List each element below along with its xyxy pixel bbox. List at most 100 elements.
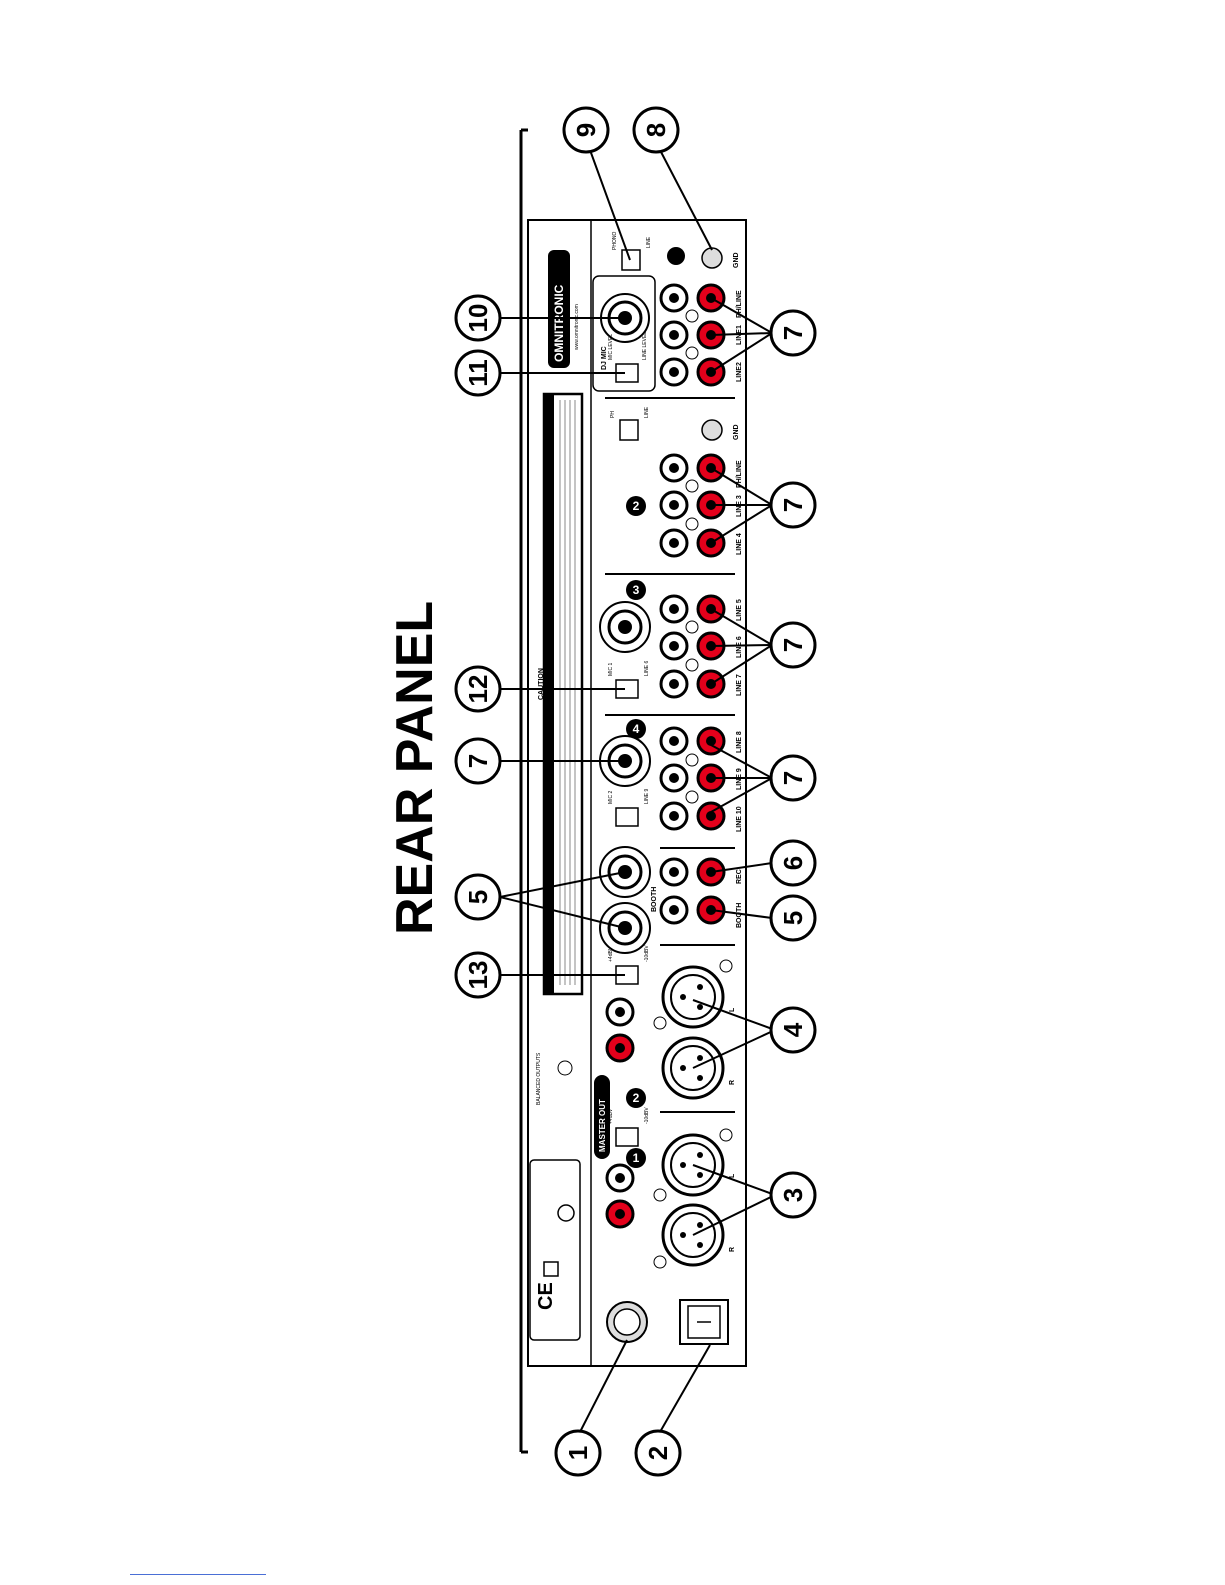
svg-text:7: 7 <box>778 326 808 340</box>
svg-text:LINE 6: LINE 6 <box>644 660 650 676</box>
svg-text:PH/LINE: PH/LINE <box>736 460 743 488</box>
page-title: REAR PANEL <box>386 601 444 935</box>
callout-9: 9 <box>562 106 610 154</box>
svg-text:-10dBV: -10dBV <box>644 945 650 962</box>
power-switch[interactable] <box>679 1299 729 1345</box>
svg-text:MIC 2: MIC 2 <box>608 790 614 804</box>
svg-text:4: 4 <box>778 1022 808 1037</box>
callout-7-ch1: 7 <box>769 309 817 357</box>
svg-text:3: 3 <box>633 583 640 597</box>
svg-text:PH: PH <box>610 411 616 418</box>
svg-text:-10dBV: -10dBV <box>644 1107 650 1124</box>
website: www.omnitronic.com <box>574 304 580 350</box>
callout-12: 12 <box>454 665 502 713</box>
svg-text:5: 5 <box>463 890 493 904</box>
callout-8: 8 <box>632 106 680 154</box>
svg-text:L: L <box>729 1173 736 1178</box>
svg-text:R: R <box>729 1247 736 1252</box>
callout-3: 3 <box>769 1171 817 1219</box>
caution-box: CAUTION <box>538 392 584 996</box>
master-out-badge: MASTER OUT <box>594 1075 610 1159</box>
svg-text:PHONO: PHONO <box>612 232 618 250</box>
power-inlet[interactable] <box>606 1301 648 1343</box>
channel-badges: 2 3 4 2 1 <box>626 496 646 1168</box>
svg-text:MIC 1: MIC 1 <box>608 662 614 676</box>
svg-text:2: 2 <box>643 1446 673 1460</box>
svg-text:+4dBV: +4dBV <box>608 946 614 962</box>
svg-text:7: 7 <box>778 771 808 785</box>
svg-text:DJ MIC: DJ MIC <box>601 346 608 370</box>
section-dividers <box>605 397 735 1113</box>
leader-lines <box>499 149 776 1433</box>
svg-text:LINE: LINE <box>644 406 650 418</box>
svg-text:MASTER OUT: MASTER OUT <box>598 1099 607 1152</box>
caution-label: CAUTION <box>538 668 545 700</box>
svg-text:9: 9 <box>571 123 601 137</box>
svg-text:BOOTH: BOOTH <box>736 903 743 928</box>
svg-text:3: 3 <box>778 1188 808 1202</box>
svg-text:4: 4 <box>633 722 640 736</box>
svg-text:LINE: LINE <box>646 236 652 248</box>
svg-text:13: 13 <box>463 961 493 990</box>
svg-text:7: 7 <box>463 754 493 768</box>
footer-rule <box>130 1574 266 1575</box>
svg-text:LINE 9: LINE 9 <box>644 788 650 804</box>
callout-10: 10 <box>454 294 502 342</box>
svg-text:BALANCED OUTPUTS: BALANCED OUTPUTS <box>536 1052 542 1105</box>
svg-text:LINE 3: LINE 3 <box>736 495 743 517</box>
callout-7-mic: 7 <box>454 737 502 785</box>
brand-block: OMNITRONIC www.omnitronic.com <box>548 250 580 368</box>
callout-1: 1 <box>554 1429 602 1477</box>
svg-text:2: 2 <box>633 1091 640 1105</box>
svg-text:LINE 10: LINE 10 <box>736 806 743 832</box>
callout-2: 2 <box>634 1429 682 1477</box>
svg-text:6: 6 <box>778 856 808 870</box>
callout-5-rear: 5 <box>769 894 817 942</box>
callout-11: 11 <box>454 349 502 397</box>
svg-text:REC: REC <box>736 869 743 884</box>
callout-13: 13 <box>454 951 502 999</box>
svg-text:5: 5 <box>778 911 808 925</box>
callout-5-booth: 5 <box>454 873 502 921</box>
svg-text:PH/LINE: PH/LINE <box>736 290 743 318</box>
callouts: 1 2 3 4 5 6 7 7 7 7 8 9 10 11 12 7 5 13 <box>454 106 817 1477</box>
svg-text:7: 7 <box>778 498 808 512</box>
svg-text:CE: CE <box>535 1282 557 1310</box>
svg-text:LINE 6: LINE 6 <box>736 636 743 658</box>
svg-text:+4dBV: +4dBV <box>608 1108 614 1124</box>
svg-text:L: L <box>729 1007 736 1012</box>
booth-jack-label: BOOTH <box>651 887 658 912</box>
svg-text:R: R <box>729 1080 736 1085</box>
svg-text:MIC LEVEL: MIC LEVEL <box>608 334 614 360</box>
svg-text:12: 12 <box>463 675 493 704</box>
svg-text:LINE2: LINE2 <box>736 362 743 382</box>
svg-text:LINE 7: LINE 7 <box>736 674 743 696</box>
svg-text:1: 1 <box>633 1151 640 1165</box>
svg-text:10: 10 <box>463 304 493 333</box>
screw-marks <box>653 309 733 1269</box>
svg-text:8: 8 <box>641 123 671 137</box>
svg-text:LINE 5: LINE 5 <box>736 599 743 621</box>
callout-4: 4 <box>769 1006 817 1054</box>
mic-switches[interactable]: MIC 1 LINE 6 MIC 2 LINE 9 +4dBV -10dBV +… <box>608 660 650 1147</box>
svg-text:2: 2 <box>633 499 640 513</box>
balanced-outputs-legend: BALANCED OUTPUTS <box>536 1052 573 1105</box>
svg-text:LINE 9: LINE 9 <box>736 768 743 790</box>
svg-text:GND: GND <box>733 424 740 440</box>
svg-text:GND: GND <box>733 252 740 268</box>
callout-7-ch2: 7 <box>769 481 817 529</box>
svg-text:LINE LEVEL: LINE LEVEL <box>642 332 648 360</box>
svg-text:LINE 8: LINE 8 <box>736 731 743 753</box>
phono-line-switch-9[interactable]: PHONO LINE GND <box>612 232 740 271</box>
rca-inputs[interactable] <box>605 283 726 1229</box>
svg-text:7: 7 <box>778 638 808 652</box>
callout-7-ch3: 7 <box>769 621 817 669</box>
svg-text:LINE 4: LINE 4 <box>736 533 743 555</box>
svg-text:1: 1 <box>563 1446 593 1460</box>
brand-logo: OMNITRONIC <box>552 284 566 362</box>
callout-7-ch4: 7 <box>769 754 817 802</box>
callout-6: 6 <box>769 839 817 887</box>
gnd-terminal-2[interactable]: PH LINE GND <box>610 406 740 441</box>
svg-text:11: 11 <box>463 359 493 387</box>
